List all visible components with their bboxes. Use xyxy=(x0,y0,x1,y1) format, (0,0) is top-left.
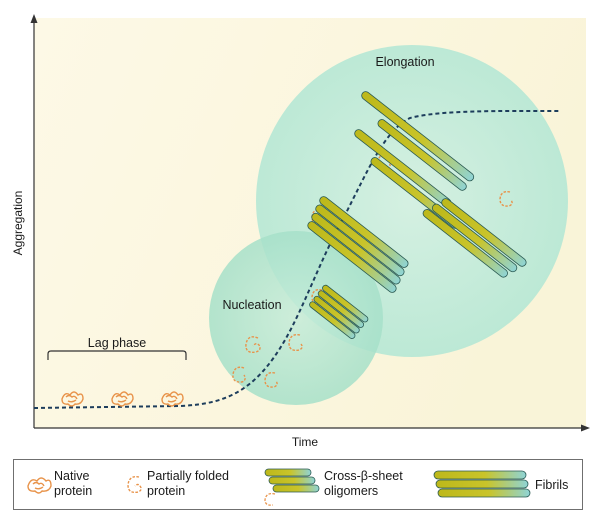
fibril-bundle-4 xyxy=(422,198,527,278)
lag-phase-label: Lag phase xyxy=(88,336,146,350)
oligomer-stack xyxy=(309,284,369,339)
legend-partially-folded-label: Partially folded protein xyxy=(147,469,229,499)
fibril-bundle-1 xyxy=(307,196,409,293)
partially-folded-protein-icon xyxy=(127,475,142,494)
legend: Native protein Partially folded protein … xyxy=(13,459,583,510)
legend-partially-folded-line1: Partially folded xyxy=(147,469,229,483)
legend-native-line1: Native xyxy=(54,469,90,483)
legend-oligomers-label: Cross-β-sheet oligomers xyxy=(324,469,403,499)
legend-native-label: Native protein xyxy=(54,469,92,499)
lag-phase-bracket xyxy=(47,350,187,360)
nucleation-label: Nucleation xyxy=(222,298,281,312)
legend-oligomers-line2: oligomers xyxy=(324,484,379,498)
fibril-bundles xyxy=(307,91,527,293)
x-axis-label: Time xyxy=(292,435,319,449)
legend-fibrils-label: Fibrils xyxy=(535,478,569,492)
fibril-bundle-2 xyxy=(361,91,475,191)
fibril-icon xyxy=(433,470,531,498)
oligomer-icon xyxy=(264,468,320,506)
native-protein-icon xyxy=(27,477,52,494)
axes xyxy=(30,14,590,432)
legend-oligomers-line1: Cross-β-sheet xyxy=(324,469,403,483)
legend-native-line2: protein xyxy=(54,484,93,498)
elongation-label: Elongation xyxy=(375,55,434,69)
legend-partially-folded-line2: protein xyxy=(147,484,186,498)
y-axis-label: Aggregation xyxy=(11,191,25,256)
native-proteins xyxy=(61,391,184,407)
